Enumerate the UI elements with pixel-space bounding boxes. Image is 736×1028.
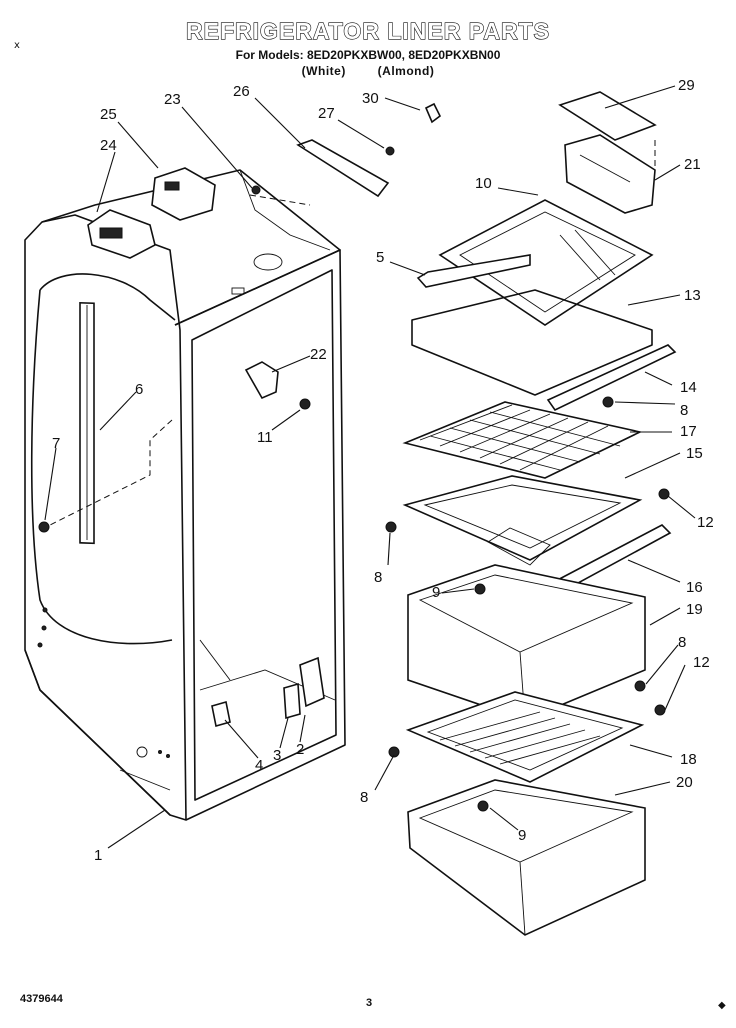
screw-11 — [299, 398, 311, 410]
callout-21: 21 — [684, 156, 701, 173]
clip-12-upper — [658, 488, 670, 500]
callout-25: 25 — [100, 106, 117, 123]
screw-8-right — [634, 680, 646, 692]
wire-shelf-17 — [402, 401, 643, 479]
control-housing — [87, 209, 156, 259]
lower-drawer-20 — [407, 779, 646, 936]
callout-1: 1 — [94, 847, 102, 864]
bracket-3 — [283, 682, 301, 720]
callout-27: 27 — [318, 105, 335, 122]
callout-8-lower: 8 — [360, 789, 368, 806]
crisper-frame-15 — [402, 475, 643, 566]
screw-8-lower — [388, 746, 400, 758]
screw-23 — [251, 185, 261, 195]
lower-shelf-18 — [405, 691, 645, 783]
callout-5: 5 — [376, 249, 384, 266]
callout-7: 7 — [52, 435, 60, 452]
callout-4: 4 — [255, 757, 263, 774]
callout-9-lower: 9 — [518, 827, 526, 844]
page-number: 3 — [366, 997, 373, 1009]
screw-7 — [38, 521, 50, 533]
page-title: REFRIGERATOR LINER PARTS — [185, 17, 550, 44]
document-number: 4379644 — [20, 993, 63, 1005]
model-list: For Models: 8ED20PKXBW00, 8ED20PKXBN00 (… — [0, 48, 736, 78]
color-white: (White) — [301, 64, 346, 78]
callout-labels: 1 2 3 4 5 6 7 8 8 8 8 9 9 10 11 12 12 13… — [52, 77, 714, 864]
callout-10: 10 — [475, 175, 492, 192]
callout-2: 2 — [296, 741, 304, 758]
callout-9-upper: 9 — [432, 584, 440, 601]
bracket-25 — [151, 167, 216, 221]
callout-20: 20 — [676, 774, 693, 791]
color-row: (White) (Almond) — [0, 64, 736, 78]
clip-30 — [424, 102, 442, 124]
callout-22: 22 — [310, 346, 327, 363]
callout-12-lower: 12 — [693, 654, 710, 671]
glass-shelf-10 — [438, 199, 654, 326]
callout-23: 23 — [164, 91, 181, 108]
callout-30: 30 — [362, 90, 379, 107]
callout-19: 19 — [686, 601, 703, 618]
callout-8-upper: 8 — [680, 402, 688, 419]
screw-27 — [385, 146, 395, 156]
color-almond: (Almond) — [377, 64, 435, 78]
callout-13: 13 — [684, 287, 701, 304]
cabinet-liner — [24, 169, 346, 821]
bracket-2 — [299, 656, 325, 708]
dairy-bin-21 — [564, 134, 656, 214]
bin-cover-29 — [558, 91, 657, 141]
callout-14: 14 — [680, 379, 697, 396]
shelf-frame-13 — [411, 289, 653, 396]
callout-8-right: 8 — [678, 634, 686, 651]
bracket-22 — [244, 361, 279, 400]
crisper-drawer-19 — [407, 564, 646, 721]
shelf-trim-14 — [546, 344, 677, 412]
callout-15: 15 — [686, 445, 703, 462]
screw-9-upper — [474, 583, 486, 595]
callout-17: 17 — [680, 423, 697, 440]
callout-12-upper: 12 — [697, 514, 714, 531]
corner-mark-bottom-right: ◆ — [718, 1000, 726, 1011]
callout-11: 11 — [257, 429, 273, 446]
leader-lines — [44, 85, 696, 849]
callout-8-left: 8 — [374, 569, 382, 586]
corner-mark-top-left: x — [14, 40, 20, 51]
models-line: For Models: 8ED20PKXBW00, 8ED20PKXBN00 — [235, 48, 501, 62]
clip-12-lower — [654, 704, 666, 716]
screw-8-upper — [602, 396, 614, 408]
callout-16: 16 — [686, 579, 703, 596]
callout-29: 29 — [678, 77, 695, 94]
callout-6: 6 — [135, 381, 143, 398]
screw-8-left — [385, 521, 397, 533]
callout-3: 3 — [273, 747, 281, 764]
shelf-trim-5 — [416, 254, 531, 288]
callout-24: 24 — [100, 137, 117, 154]
callout-26: 26 — [233, 83, 250, 100]
trim-strip-26 — [296, 139, 390, 198]
callout-18: 18 — [680, 751, 697, 768]
screw-9-lower — [477, 800, 489, 812]
